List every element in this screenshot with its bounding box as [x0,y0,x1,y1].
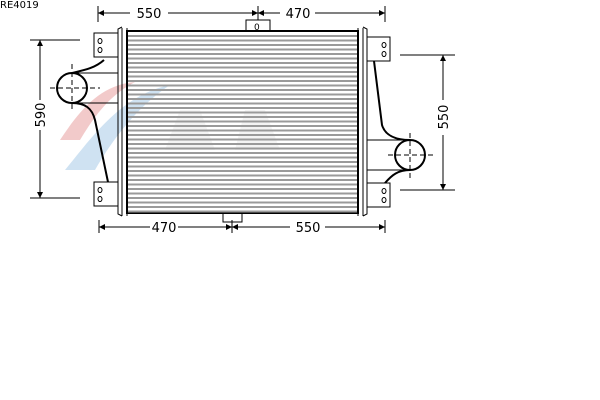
fin-row [128,170,357,172]
fin-row [128,125,357,127]
fin-row [128,53,357,55]
fin-row [128,71,357,73]
fin-row [128,89,357,91]
fin-row [128,66,357,69]
mounting-brackets [93,32,391,208]
fin-row [128,188,357,190]
fin-row [128,120,357,123]
dimension-lines [30,6,455,233]
fin-row [128,48,357,51]
fin-row [128,183,357,186]
fin-row [128,57,357,60]
fin-row [128,35,357,37]
fin-row [128,111,357,114]
fin-row [128,44,357,46]
fin-row [128,116,357,118]
fin-row [128,80,357,82]
fin-row [128,206,357,208]
dim-left-height: 590 [34,103,49,128]
fin-row [128,138,357,141]
fin-row [128,192,357,195]
fin-row [128,134,357,136]
fin-row [128,93,357,96]
fin-row [128,143,357,145]
right-tank [357,26,368,217]
fin-row [128,161,357,163]
dim-bottom-right: 550 [296,221,321,236]
dim-right-height: 550 [437,105,452,130]
fin-row [128,197,357,199]
fin-row [128,102,357,105]
dim-top-left: 550 [137,7,162,22]
dim-top-right: 470 [286,7,311,22]
fin-row [128,75,357,78]
fin-row [128,98,357,100]
fin-row [128,174,357,177]
dim-bottom-left: 470 [152,221,177,236]
fin-row [128,84,357,87]
fin-row [128,165,357,168]
fin-row [128,156,357,159]
left-inlet-pipe [50,59,118,183]
fin-row [128,39,357,42]
radiator-core [126,30,359,214]
right-outlet-pipe [367,60,435,184]
fin-row [128,129,357,132]
fin-row [128,210,357,213]
fin-row [128,147,357,150]
left-tank [117,26,128,217]
svg-text:0: 0 [254,23,260,33]
part-code-label: RE4019 [0,0,39,11]
fin-row [128,62,357,64]
fin-row [128,107,357,109]
fin-row [128,179,357,181]
fin-row [128,152,357,154]
fin-row [128,201,357,204]
top-nozzle: 0 [245,19,271,33]
